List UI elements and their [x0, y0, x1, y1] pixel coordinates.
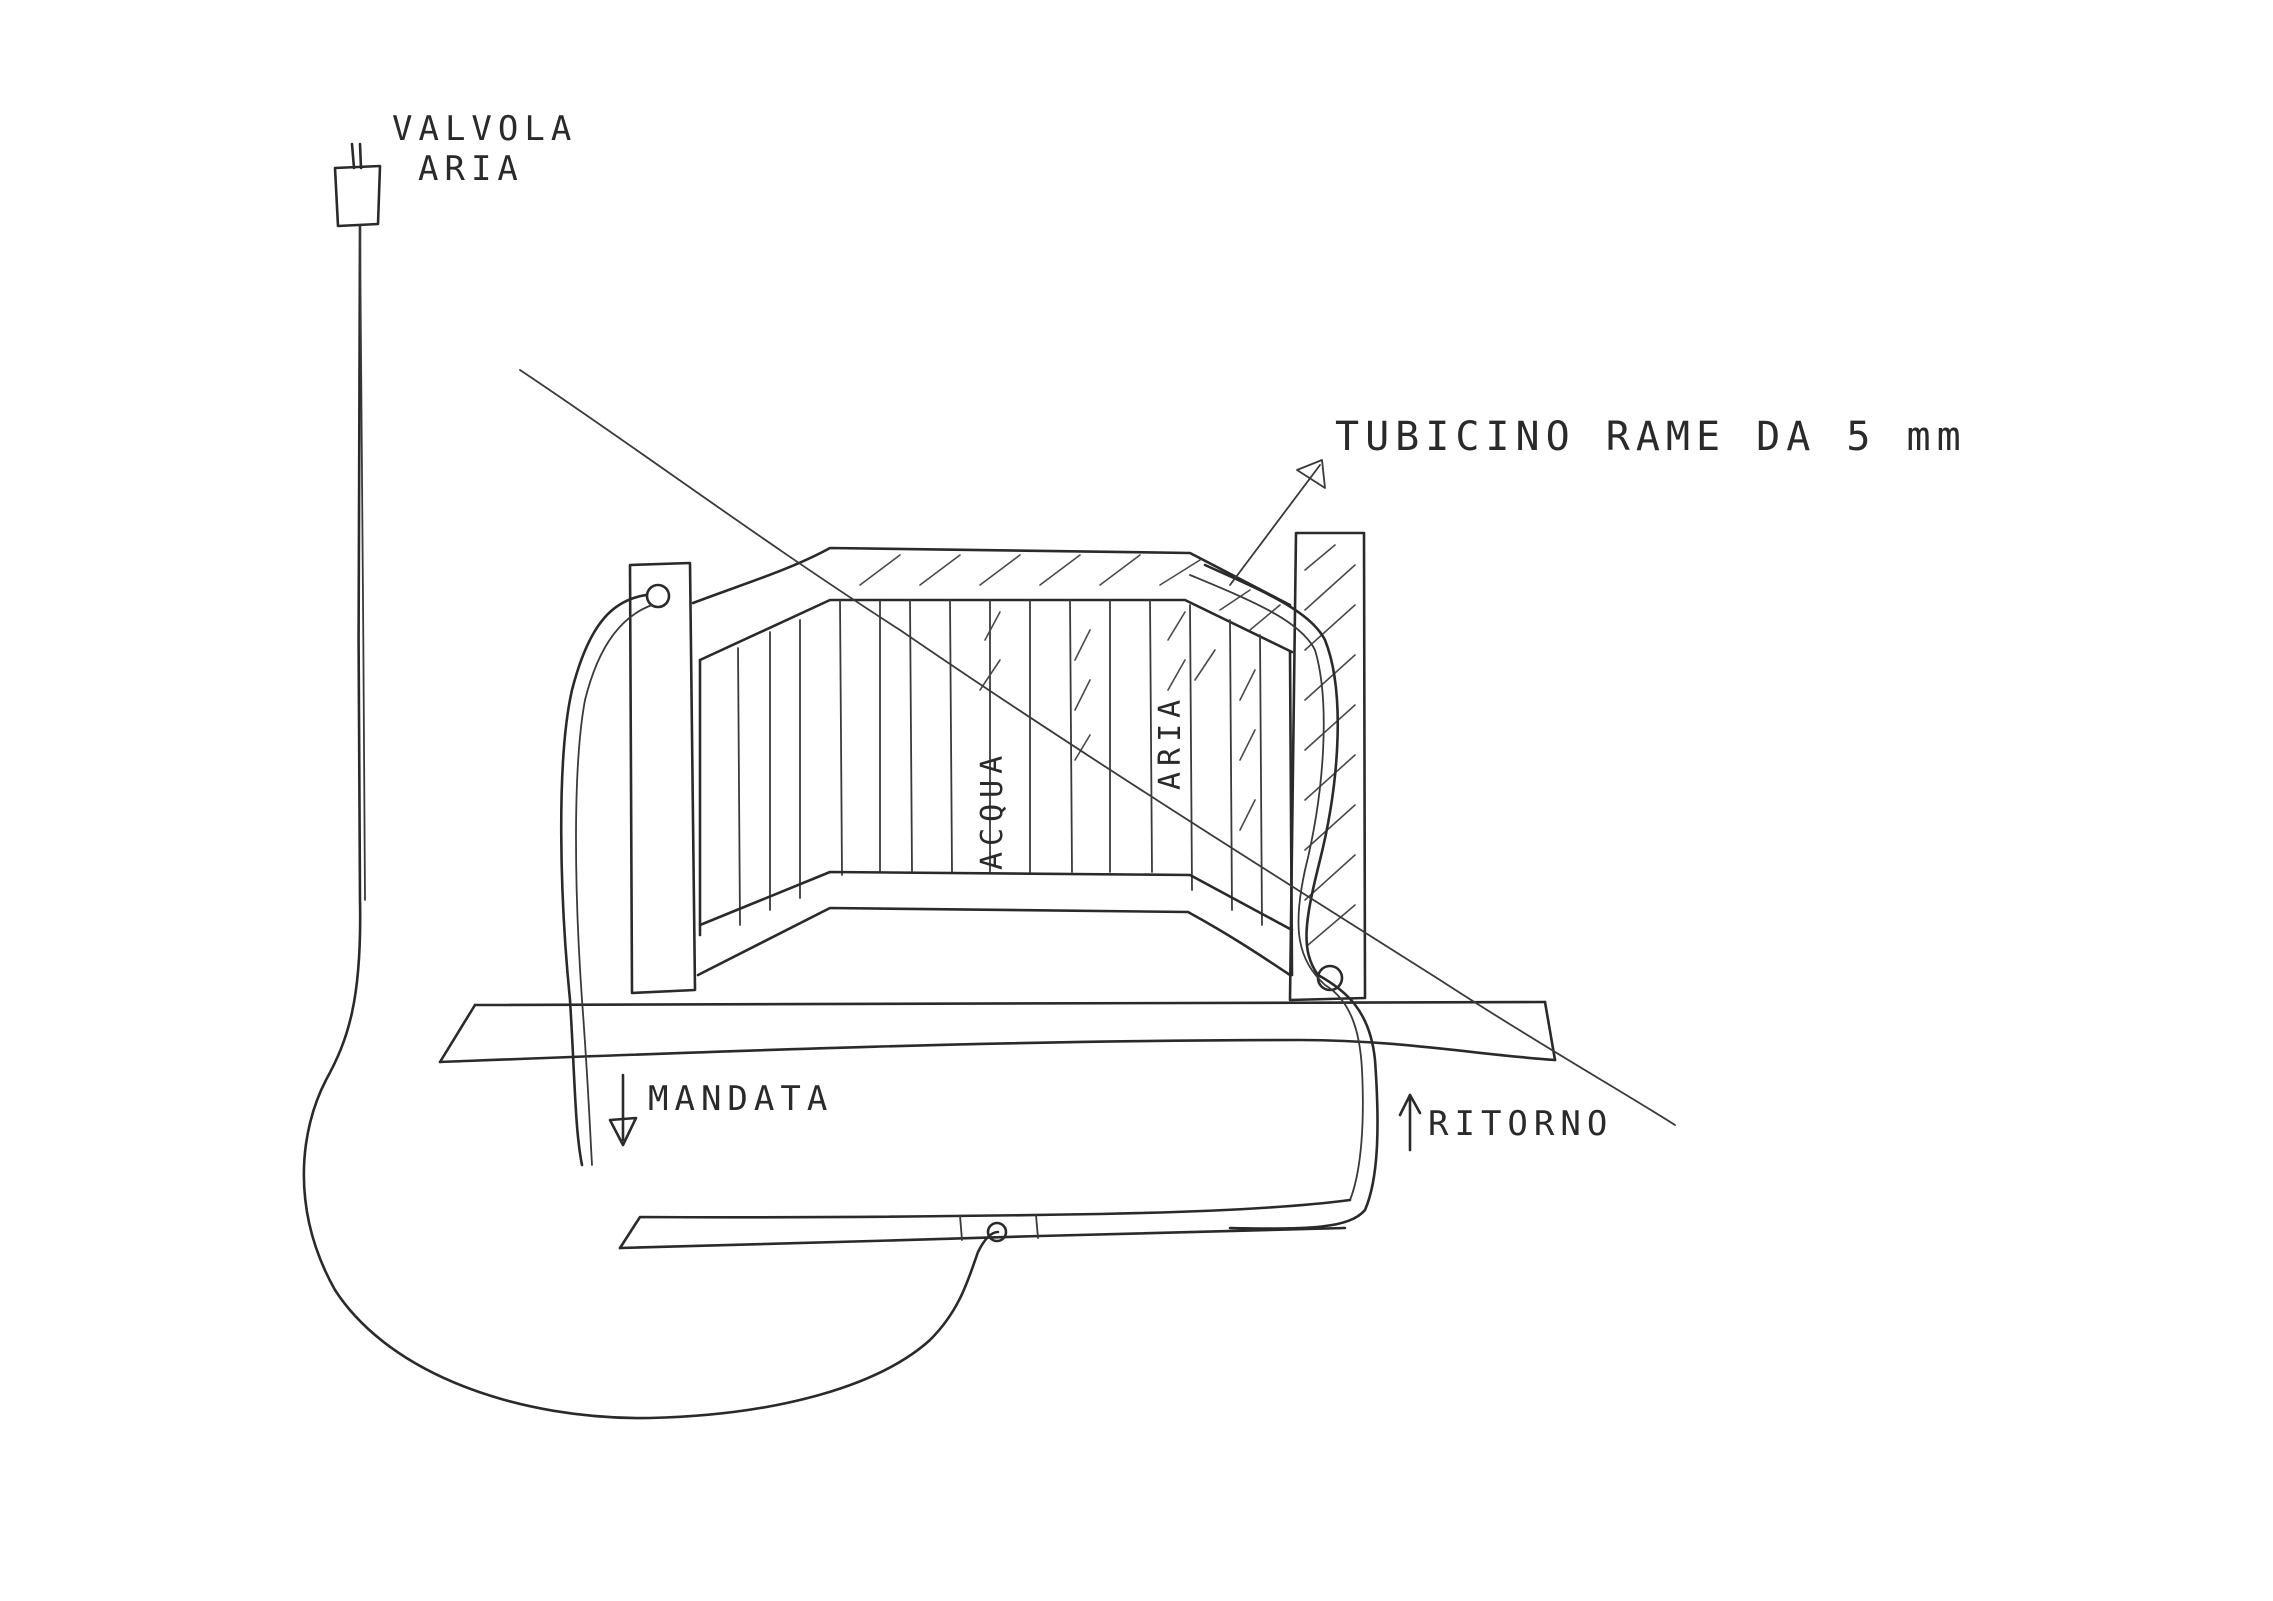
- radiator-fins: [698, 599, 1294, 977]
- return-label: RITORNO: [1428, 1104, 1613, 1144]
- supply-arrow: [608, 1073, 638, 1147]
- supply-label: MANDATA: [648, 1079, 833, 1119]
- tube-leader-arrow: [1229, 459, 1326, 586]
- tube-label: TUBICINO RAME DA 5 mm: [1335, 414, 1967, 460]
- valve-label-line1: VALVOLA: [392, 109, 577, 149]
- supply-pipe: [559, 593, 648, 1167]
- right-radiator-column: [1288, 531, 1367, 1002]
- floor-slab: [438, 1000, 1557, 1064]
- top-header: [691, 546, 1294, 662]
- return-pipe-outer: [1203, 563, 1379, 1230]
- diagonal-line: [519, 369, 1676, 1126]
- return-arrow: [1398, 1093, 1422, 1152]
- bottom-header: [696, 870, 1294, 977]
- air-valve: [333, 142, 382, 228]
- left-radiator-column: [628, 561, 697, 995]
- air-tube: [302, 224, 1000, 1420]
- bottom-manifold: [618, 1198, 1352, 1250]
- air-label: ARIA: [1153, 694, 1188, 790]
- valve-label-line2: ARIA: [418, 149, 524, 189]
- water-label: ACQUA: [975, 750, 1010, 870]
